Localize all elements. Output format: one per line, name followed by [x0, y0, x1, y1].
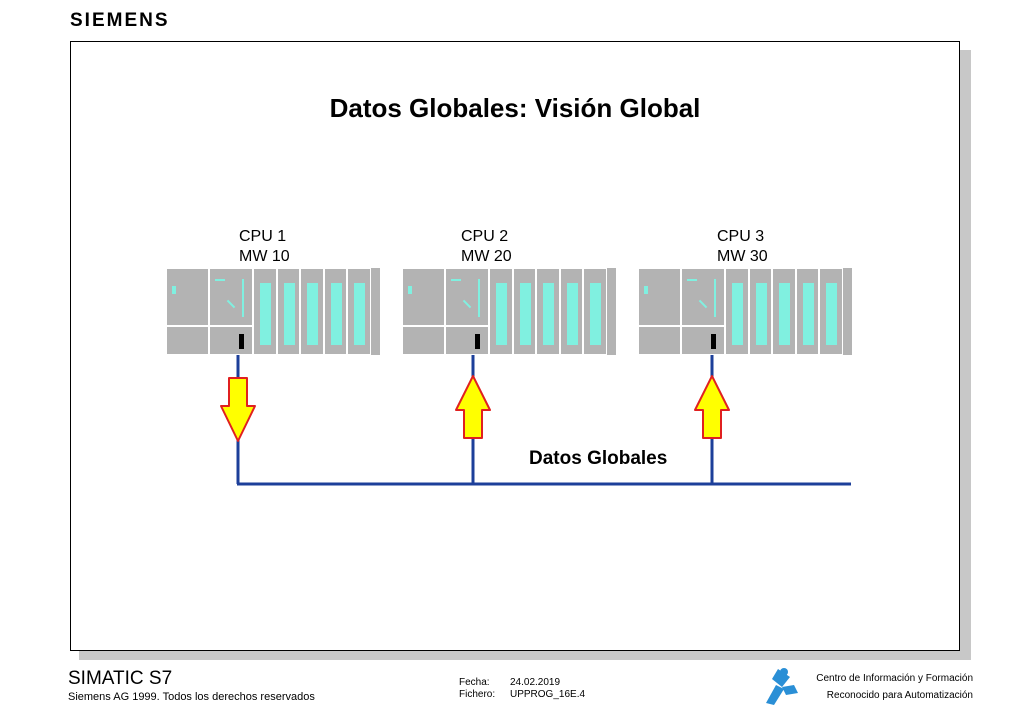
slide-title: Datos Globales: Visión Global: [329, 93, 701, 123]
network-diagram: [220, 355, 851, 486]
signal-module-front-icon: [283, 283, 295, 345]
cpu-1-signal-module: [253, 268, 277, 355]
cpu-2-signal-module: [489, 268, 513, 355]
cpu-1-power-supply-module: [166, 268, 209, 326]
cpu-3-name: CPU 3: [717, 228, 765, 245]
memory-card-slot-icon: [239, 334, 244, 349]
cpu-1-signal-module: [347, 268, 371, 355]
training-center-line-1: Centro de Información y Formación: [816, 673, 973, 684]
product-name: SIMATIC S7: [68, 668, 173, 689]
cpu-led-icon: [215, 279, 225, 281]
cpu-1-memory: MW 10: [239, 248, 290, 265]
signal-module-front-icon: [519, 283, 531, 345]
signal-module-front-icon: [260, 283, 271, 345]
cpu-2-signal-module: [583, 268, 607, 355]
cpu-2-cpu-base: [445, 326, 489, 355]
cpu-3-cpu-base: [681, 326, 725, 355]
cpu-3-signal-module: [725, 268, 749, 355]
cpu-led-icon: [451, 279, 461, 281]
cpu-1-signal-module: [300, 268, 324, 355]
signal-module-front-icon: [566, 283, 578, 345]
fecha-label: Fecha:: [459, 677, 490, 688]
cpu-3-power-supply-module: [638, 268, 681, 326]
cpu-3-rack: [638, 268, 852, 355]
status-led-icon: [172, 286, 176, 294]
cpu-2-cpu-module: [445, 268, 489, 326]
cpu-1-rack: [166, 268, 380, 355]
fichero-value: UPPROG_16E.4: [510, 689, 586, 700]
cpu-2-rack: [402, 268, 616, 355]
cpu-2-power-supply-module: [402, 268, 445, 326]
signal-module-front-icon: [543, 283, 554, 345]
signal-module-front-icon: [496, 283, 507, 345]
cpu-1-cpu-base: [209, 326, 253, 355]
cpu-3-power-supply-base: [638, 326, 681, 355]
cpu-2-power-supply-base: [402, 326, 445, 355]
cpu-1-arrow-down-icon: [220, 377, 256, 442]
signal-module-front-icon: [590, 283, 601, 345]
cpu-3-signal-module: [795, 268, 819, 355]
signal-module-front-icon: [354, 283, 365, 345]
copyright-notice: Siemens AG 1999. Todos los derechos rese…: [68, 691, 315, 703]
cpu-1-label: CPU 1 MW 10: [239, 227, 290, 267]
network-label: Datos Globales: [529, 448, 668, 469]
signal-module-front-icon: [826, 283, 837, 345]
slide-frame: Datos Globales: Visión Global CPU 1 MW 1…: [70, 41, 960, 651]
signal-module-front-icon: [732, 283, 743, 345]
status-led-icon: [408, 286, 412, 294]
cpu-indicator-bar-icon: [478, 279, 480, 317]
cpu-2-name: CPU 2: [461, 228, 509, 245]
cpu-2-memory: MW 20: [461, 248, 512, 265]
cpu-1-signal-module: [323, 268, 347, 355]
cpu-indicator-bar-icon: [242, 279, 244, 317]
cpu-3-signal-module: [748, 268, 772, 355]
cpu-3-signal-module: [772, 268, 796, 355]
cpu-led-icon: [687, 279, 697, 281]
cpu-1-power-supply-base: [166, 326, 209, 355]
signal-module-front-icon: [330, 283, 342, 345]
cpu-3-label: CPU 3 MW 30: [717, 227, 768, 267]
cpu-indicator-bar-icon: [714, 279, 716, 317]
training-center-logo-icon: [766, 668, 798, 705]
signal-module-front-icon: [802, 283, 814, 345]
signal-module-front-icon: [779, 283, 790, 345]
cpu-2-signal-module: [559, 268, 583, 355]
fecha-value: 24.02.2019: [510, 677, 561, 688]
cpu-2-signal-module: [536, 268, 560, 355]
cpu-3-arrow-up-icon: [694, 375, 730, 439]
memory-card-slot-icon: [475, 334, 480, 349]
cpu-3-cpu-module: [681, 268, 725, 326]
signal-module-front-icon: [755, 283, 767, 345]
cpu-2-signal-module: [512, 268, 536, 355]
cpu-1-signal-module: [276, 268, 300, 355]
cpu-2-label: CPU 2 MW 20: [461, 227, 512, 267]
memory-card-slot-icon: [711, 334, 716, 349]
status-led-icon: [644, 286, 648, 294]
cpu-1-cpu-module: [209, 268, 253, 326]
signal-module-front-icon: [307, 283, 318, 345]
fichero-label: Fichero:: [459, 689, 496, 700]
cpu-3-signal-module: [819, 268, 843, 355]
cpu-1-name: CPU 1: [239, 228, 287, 245]
cpu-2-arrow-up-icon: [455, 375, 491, 439]
cpu-3-memory: MW 30: [717, 248, 768, 265]
training-center-line-2: Reconocido para Automatización: [826, 690, 973, 701]
siemens-logo: SIEMENS: [70, 10, 170, 31]
